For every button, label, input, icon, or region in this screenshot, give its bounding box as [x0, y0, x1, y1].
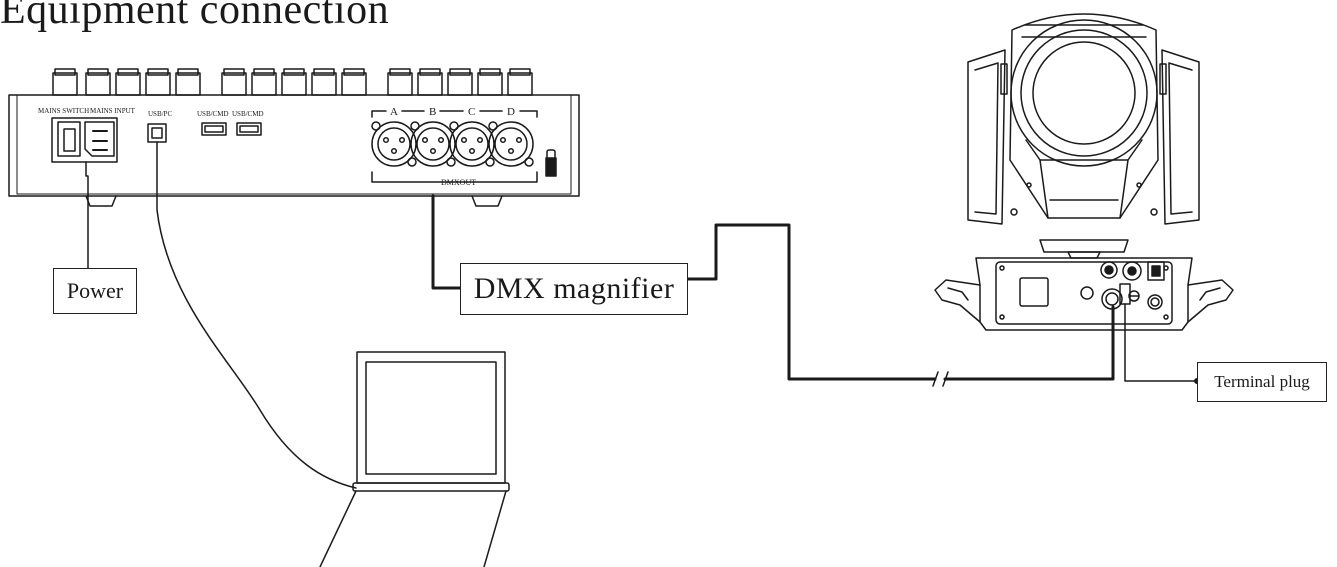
dmx-out-bracket [371, 171, 538, 183]
cable-break-mark [932, 371, 949, 387]
dmx-connector-b [410, 121, 456, 167]
console-knobs [52, 68, 533, 96]
dmx-port-c-label: C [468, 106, 475, 118]
terminal-plug-box: Terminal plug [1197, 362, 1327, 402]
dmx-cable-to-fixture [684, 223, 937, 381]
power-box: Power [53, 268, 137, 314]
terminal-plug-cable [1124, 303, 1198, 382]
usb-cmd-label-1: USB/CMD [197, 110, 229, 118]
usb-cable [156, 141, 357, 489]
dmx-cable-to-magnifier [431, 194, 462, 290]
usb-pc-port [147, 123, 167, 143]
dmx-port-a-label: A [390, 106, 398, 118]
head-lens-ring [1010, 19, 1158, 167]
fixture-base [975, 257, 1193, 331]
lighting-console: MAINS SWITCH MAINS INPUT USB/PC USB/CMD … [8, 68, 580, 207]
mains-switch-label: MAINS SWITCH [38, 107, 89, 115]
dmx-port-b-label: B [429, 106, 436, 118]
laptop [319, 351, 510, 567]
usb-cmd-port-1 [201, 122, 227, 136]
head-lens [1032, 41, 1136, 145]
laptop-screen [356, 351, 506, 484]
moving-head-fixture [934, 13, 1234, 331]
dmx-out-label: DMXOUT [441, 178, 476, 187]
usb-pc-label: USB/PC [148, 110, 172, 118]
fixture-display [1019, 277, 1049, 307]
cables [85, 141, 1200, 489]
fixture-dmx-out [1100, 261, 1118, 279]
dmx-connector-a [371, 121, 417, 167]
mains-input-socket [51, 117, 118, 163]
dmx-magnifier-box: DMX magnifier [460, 263, 688, 315]
usb-cmd-label-2: USB/CMD [232, 110, 264, 118]
fixture-switch [1147, 261, 1165, 281]
usb-cmd-port-2 [236, 122, 262, 136]
fuse-holder [545, 149, 557, 177]
dmx-connector-d [488, 121, 534, 167]
dmx-connector-c [449, 121, 495, 167]
fixture-power-in [1122, 261, 1142, 281]
power-cable [85, 161, 89, 269]
laptop-base [319, 490, 507, 567]
dmx-port-d-label: D [507, 106, 515, 118]
mains-input-label: MAINS INPUT [90, 107, 136, 115]
page-title: Equipment connection [0, 0, 390, 33]
head-housing [1009, 13, 1159, 219]
